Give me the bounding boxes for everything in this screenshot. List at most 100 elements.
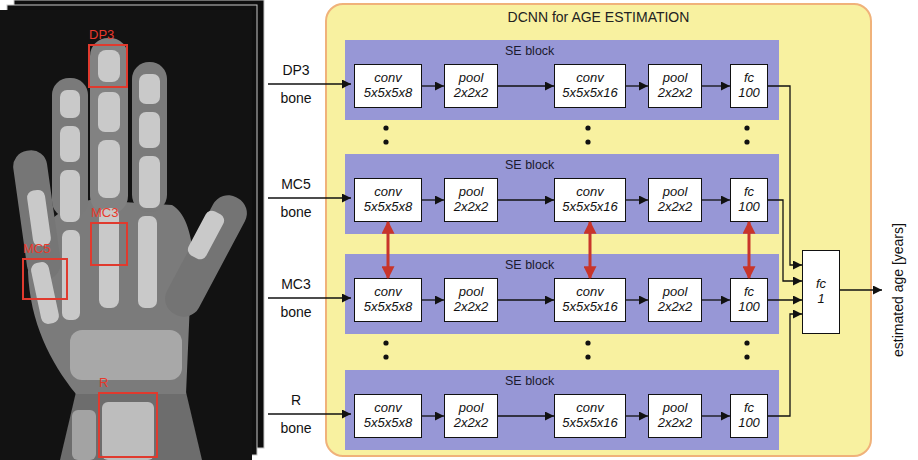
fc-box: fc 100 — [730, 394, 768, 438]
bone — [30, 261, 60, 325]
thumb — [159, 189, 253, 322]
fc-box: fc 100 — [730, 178, 768, 222]
bone — [60, 126, 80, 162]
bone — [62, 230, 80, 320]
flow-arrow — [422, 85, 444, 86]
block-title: SE block — [505, 158, 554, 172]
flow-arrow — [498, 415, 554, 416]
bone — [26, 189, 52, 247]
flow-arrow — [626, 85, 648, 86]
bones — [26, 50, 226, 460]
label-text: estimated age [years] — [890, 223, 906, 357]
input-arrow — [268, 83, 351, 84]
pool-box: pool 2x2x2 — [648, 64, 702, 108]
dot — [744, 340, 749, 345]
label-text: DP3 bone — [280, 56, 311, 112]
shared-weights-arrow — [387, 222, 390, 278]
block-title: SE block — [505, 258, 554, 272]
dot — [383, 354, 388, 359]
dot — [744, 125, 749, 130]
dot — [744, 139, 749, 144]
shared-weights-arrow — [748, 222, 751, 278]
fc-output-box: fc 1 — [802, 250, 840, 334]
pool-box: pool 2x2x2 — [444, 178, 498, 222]
bone — [60, 90, 80, 118]
conv-box: conv 5x5x5x16 — [554, 278, 626, 322]
layer-label: pool 2x2x2 — [454, 185, 489, 215]
layer-label: pool 2x2x2 — [658, 285, 693, 315]
se-block: SE blockconv 5x5x5x8pool 2x2x2conv 5x5x5… — [345, 40, 779, 120]
roi-box: MC5 — [22, 258, 68, 300]
bone — [60, 170, 80, 222]
conv-box: conv 5x5x5x8 — [354, 178, 422, 222]
layer-label: conv 5x5x5x16 — [562, 285, 618, 315]
bone — [138, 216, 157, 308]
dot — [383, 340, 388, 345]
dot — [585, 354, 590, 359]
dot — [585, 125, 590, 130]
block-title: SE block — [505, 374, 554, 388]
input-arrow — [268, 197, 351, 198]
bone — [139, 74, 160, 104]
dot — [585, 139, 590, 144]
layer-label: fc 1 — [816, 277, 826, 307]
fc-box: fc 100 — [730, 64, 768, 108]
flow-arrow — [768, 299, 802, 300]
flow-arrow — [626, 415, 648, 416]
dot — [585, 340, 590, 345]
roi-label: R — [99, 375, 155, 390]
forearm — [60, 392, 202, 460]
output-label: estimated age [years] — [889, 223, 907, 357]
dot — [744, 354, 749, 359]
se-block: SE blockconv 5x5x5x8pool 2x2x2conv 5x5x5… — [345, 254, 779, 334]
roi-box: MC3 — [90, 222, 128, 266]
layer-label: fc 100 — [738, 285, 760, 315]
layer-label: pool 2x2x2 — [454, 285, 489, 315]
bone — [98, 92, 120, 132]
flow-arrow — [626, 199, 648, 200]
bone — [98, 50, 120, 82]
bone — [98, 140, 120, 198]
layer-label: pool 2x2x2 — [658, 71, 693, 101]
se-block: SE block conv 5x5x5x8 pool 2x2x2 conv 5x5x5… — [345, 154, 779, 234]
flow-arrow — [626, 299, 648, 300]
roi-box: R — [98, 392, 158, 458]
label-text: R bone — [280, 386, 311, 442]
roi-label: MC3 — [91, 205, 125, 220]
roi-label: MC5 — [23, 241, 65, 256]
pool-box: pool 2x2x2 — [648, 394, 702, 438]
layer-label: fc 100 — [738, 401, 760, 431]
pool-box: pool 2x2x2 — [444, 64, 498, 108]
flow-arrow — [702, 199, 730, 200]
bone — [139, 112, 160, 148]
pool-box: pool 2x2x2 — [444, 278, 498, 322]
radius-bone — [102, 402, 154, 460]
shared-weights-arrow — [589, 222, 592, 278]
conv-box: conv 5x5x5x16 — [554, 394, 626, 438]
roi-box: DP3 — [88, 44, 128, 88]
layer-label: conv 5x5x5x16 — [562, 401, 618, 431]
flow-arrow — [702, 415, 730, 416]
layer-label: pool 2x2x2 — [658, 185, 693, 215]
dot — [383, 125, 388, 130]
output-arrow — [839, 289, 882, 290]
layer-label: fc 100 — [738, 71, 760, 101]
conv-box: conv 5x5x5x16 — [554, 178, 626, 222]
flow-arrow — [702, 85, 730, 86]
pool-box: pool 2x2x2 — [648, 278, 702, 322]
pool-box: pool 2x2x2 — [444, 394, 498, 438]
bone — [139, 156, 160, 208]
flow-arrow — [422, 199, 444, 200]
flow-arrow — [422, 299, 444, 300]
flow-arrow — [498, 85, 554, 86]
label-text: MC3 bone — [280, 270, 311, 326]
layer-label: pool 2x2x2 — [658, 401, 693, 431]
layer-label: pool 2x2x2 — [454, 401, 489, 431]
carpal-bones — [70, 330, 182, 380]
dot — [383, 139, 388, 144]
layer-label: conv 5x5x5x16 — [562, 71, 618, 101]
conv-box: conv 5x5x5x8 — [354, 64, 422, 108]
block-title: DCNN for AGE ESTIMATION — [327, 9, 870, 25]
